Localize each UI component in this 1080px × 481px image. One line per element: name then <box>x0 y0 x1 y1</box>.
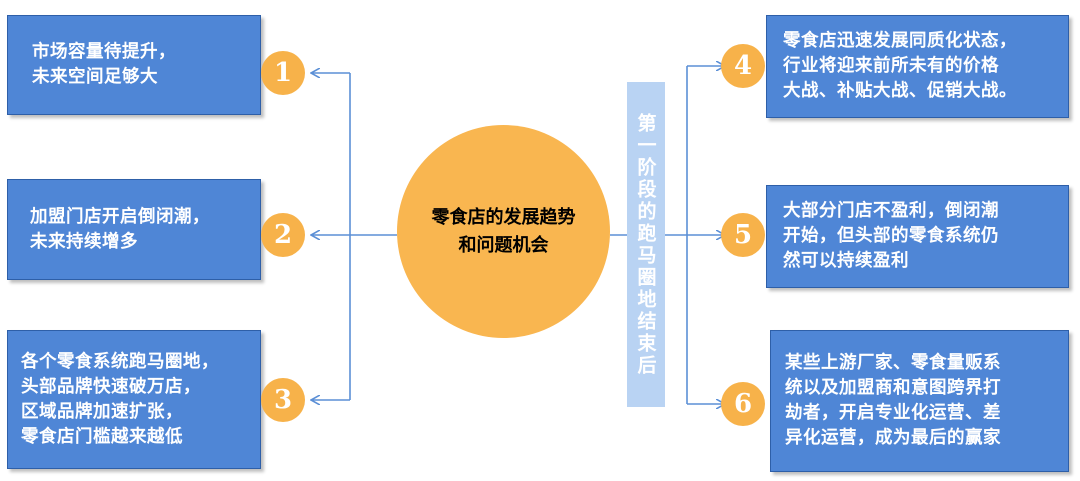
item-number-badge-3: 3 <box>261 378 305 422</box>
item-box-2: 加盟门店开启倒闭潮， 未来持续增多 <box>7 179 261 280</box>
item-number-badge-5: 5 <box>721 213 765 257</box>
item-box-4: 零食店迅速发展同质化状态， 行业将迎来前所未有的价格 大战、补贴大战、促销大战。 <box>766 15 1069 118</box>
item-box-1: 市场容量待提升， 未来空间足够大 <box>7 15 261 115</box>
item-number-badge-1: 1 <box>261 51 305 95</box>
item-number-badge-2: 2 <box>261 213 305 257</box>
item-box-3: 各个零食系统跑马圈地， 头部品牌快速破万店， 区域品牌加速扩张， 零食店门槛越来… <box>7 330 261 469</box>
stage-label-text: 第一阶段的跑马圈地结束后 <box>634 112 657 377</box>
item-text-5: 大部分门店不盈利，倒闭潮 开始，但头部的零食系统仍 然可以持续盈利 <box>783 201 999 271</box>
item-box-5: 大部分门店不盈利，倒闭潮 开始，但头部的零食系统仍 然可以持续盈利 <box>766 185 1069 288</box>
item-text-6: 某些上游厂家、零食量贩系 统以及加盟商和意图跨界打 劫者，开启专业化运营、差 异… <box>785 353 1001 448</box>
item-text-4: 零食店迅速发展同质化状态， 行业将迎来前所未有的价格 大战、补贴大战、促销大战。 <box>783 31 1017 101</box>
item-text-3: 各个零食系统跑马圈地， 头部品牌快速破万店， 区域品牌加速扩张， 零食店门槛越来… <box>21 351 219 447</box>
item-number-badge-6: 6 <box>721 382 765 426</box>
center-topic-title: 零食店的发展趋势 和问题机会 <box>431 206 576 256</box>
item-box-6: 某些上游厂家、零食量贩系 统以及加盟商和意图跨界打 劫者，开启专业化运营、差 异… <box>770 330 1069 472</box>
center-topic-circle: 零食店的发展趋势 和问题机会 <box>397 125 610 338</box>
stage-label-bar: 第一阶段的跑马圈地结束后 <box>627 82 665 407</box>
item-number-badge-4: 4 <box>721 44 765 88</box>
item-text-1: 市场容量待提升， 未来空间足够大 <box>32 42 176 87</box>
item-text-2: 加盟门店开启倒闭潮， 未来持续增多 <box>30 206 210 252</box>
